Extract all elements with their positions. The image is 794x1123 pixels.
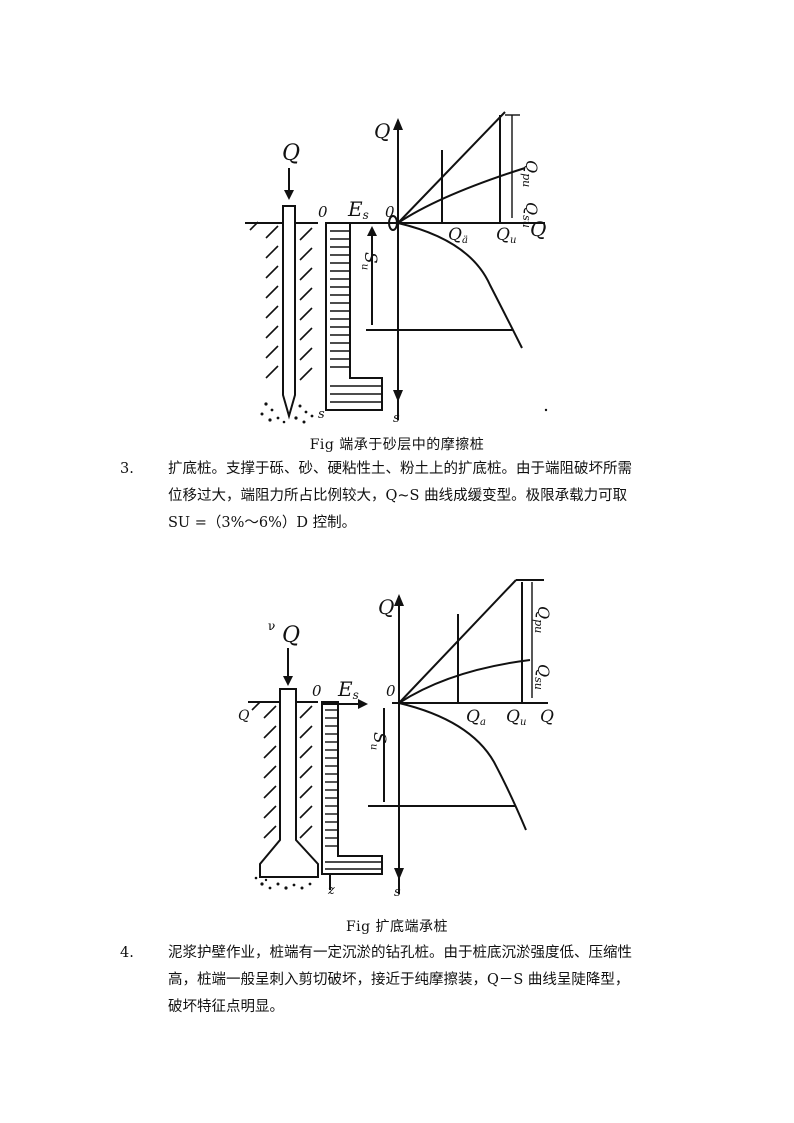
fig2-qpu-label: Qpu bbox=[532, 606, 553, 633]
fig2-soil-hatching bbox=[251, 701, 313, 839]
fig1-q-end-label: Q bbox=[530, 217, 546, 241]
fig1-soil-hatching bbox=[249, 221, 313, 381]
fig1-friction-hatching bbox=[330, 230, 382, 403]
paragraph-4-line: 破坏特征点明显。 bbox=[168, 999, 284, 1015]
figure-2: Q ν Q z 0 bbox=[0, 572, 794, 902]
fig2-origin-left: 0 bbox=[312, 682, 322, 700]
fig2-friction-diagram bbox=[321, 701, 383, 875]
fig1-qb-label: Qä bbox=[448, 225, 468, 246]
fig2-sand-layer bbox=[254, 876, 312, 890]
fig2-qu-label: Qu bbox=[506, 707, 526, 728]
fig1-load-arrowhead bbox=[284, 190, 294, 200]
paragraph-4-number: 4. bbox=[120, 945, 134, 961]
paragraph-3-line: 扩底桩。支撑于砾、砂、硬粘性土、粉土上的扩底桩。由于端阻破坏所需 bbox=[168, 461, 632, 477]
fig1-qsu-label: Qsu bbox=[520, 202, 541, 228]
figure-2-drawing: Q ν Q z 0 bbox=[238, 579, 554, 900]
figure-2-caption: Fig 扩底端承桩 bbox=[345, 919, 449, 935]
fig1-pile bbox=[282, 205, 296, 420]
paragraph-4-line: 泥浆护壁作业，桩端有一定沉淤的钻孔桩。由于桩底沉淤强度低、压缩性 bbox=[168, 945, 632, 961]
fig2-origin-right: 0 bbox=[386, 682, 396, 700]
fig1-origin-left: 0 bbox=[318, 203, 328, 221]
paragraph-3-body: 扩底桩。支撑于砾、砂、硬粘性土、粉土上的扩底桩。由于端阻破坏所需 位移过大，端阻… bbox=[168, 456, 688, 537]
fig2-qsu-label: Qsu bbox=[532, 664, 553, 690]
fig1-depth-label: s bbox=[318, 407, 325, 422]
fig2-friction-hatching bbox=[325, 709, 382, 870]
paragraph-3-line: 位移过大，端阻力所占比例较大，Q~S 曲线成缓变型。极限承载力可取 bbox=[168, 488, 628, 504]
fig2-qb-label: Qa bbox=[466, 707, 486, 728]
paragraph-3-number: 3. bbox=[120, 461, 134, 477]
paragraph-4-body: 泥浆护壁作业，桩端有一定沉淤的钻孔桩。由于桩底沉淤强度低、压缩性 高，桩端一般呈… bbox=[168, 940, 688, 1021]
fig1-sand-layer bbox=[260, 402, 314, 424]
fig2-load-arrowhead bbox=[283, 676, 293, 686]
paragraph-4-line: 高，桩端一般呈刺入剪切破坏，接近于纯摩擦装，Q－S 曲线呈陡降型， bbox=[168, 972, 630, 988]
fig1-origin-right: 0 bbox=[385, 203, 395, 221]
fig2-su-label: Su bbox=[368, 732, 389, 750]
svg-text:ν: ν bbox=[268, 619, 275, 633]
fig2-belled-pile bbox=[259, 688, 319, 878]
fig1-q-axis-label: Q bbox=[374, 119, 390, 143]
figure-1-caption: Fig 端承于砂层中的摩擦桩 bbox=[309, 437, 485, 453]
fig1-es-label: Es bbox=[347, 197, 369, 222]
paragraph-3-line: SU =（3%～6%）D 控制。 bbox=[168, 515, 357, 531]
figure-1: Q s 0 bbox=[0, 100, 794, 435]
svg-text:Q: Q bbox=[238, 708, 250, 724]
fig2-load-label: Q bbox=[282, 623, 300, 648]
fig2-q-axis-label: Q bbox=[378, 595, 394, 619]
fig2-q-end-label: Q bbox=[540, 707, 554, 727]
fig1-s-axis-label: s bbox=[393, 411, 400, 426]
fig1-shaft-load-curve bbox=[397, 167, 526, 224]
fig1-qpu-label: Qpu bbox=[520, 160, 541, 187]
fig1-load-label: Q bbox=[282, 141, 300, 166]
fig2-s-axis-label: s bbox=[394, 885, 401, 900]
fig2-es-label: Es bbox=[337, 677, 359, 702]
fig1-su-label: Su bbox=[359, 252, 380, 270]
figure-1-drawing: Q s 0 bbox=[245, 111, 548, 426]
fig1-settlement-curve bbox=[397, 222, 523, 349]
fig1-total-load-line bbox=[397, 111, 506, 224]
fig1-qu-label: Qu bbox=[496, 225, 516, 246]
fig2-depth-label: z bbox=[327, 883, 335, 898]
